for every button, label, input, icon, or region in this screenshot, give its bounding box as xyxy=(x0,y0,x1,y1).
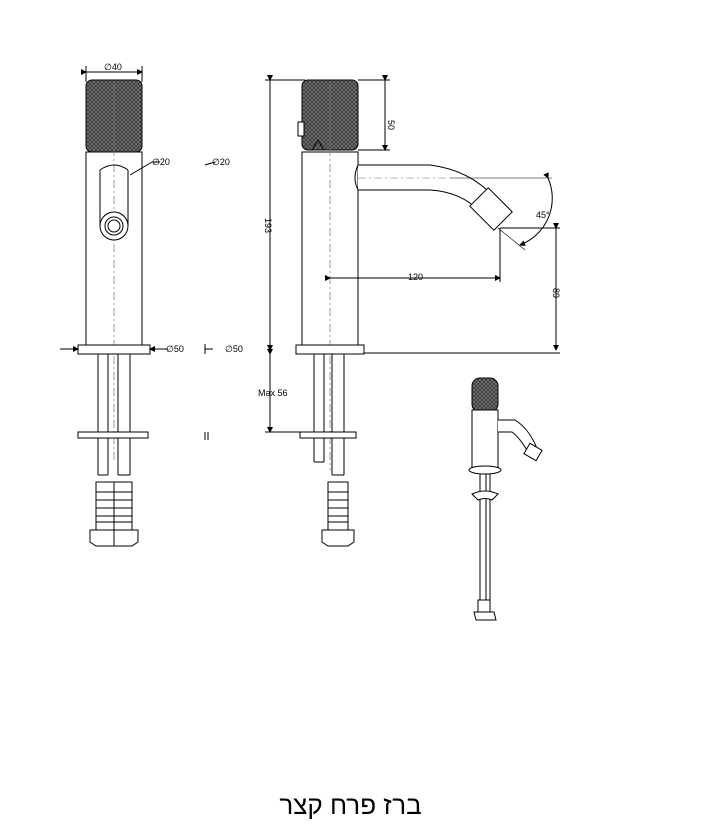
front-outlet xyxy=(99,211,129,241)
dim-outlet-diameter: ∅20 xyxy=(152,157,170,167)
dim-spout-height: 89 xyxy=(551,288,561,298)
dim-base-diameter-ref: ∅50 xyxy=(225,344,243,354)
side-view xyxy=(265,75,560,547)
front-dim-labels: ∅40 ∅20 ∅20 ∅50 ∅50 xyxy=(104,62,243,354)
side-dim-labels: 50 193 120 89 45° Max 56 xyxy=(258,120,561,398)
isometric-view xyxy=(468,377,543,621)
dim-body-diameter: ∅40 xyxy=(104,62,122,72)
product-caption: ברז פרח קצר xyxy=(279,790,422,820)
dim-outlet-diameter-ref: ∅20 xyxy=(212,157,230,167)
iso-knurled-handle xyxy=(471,377,499,413)
front-view xyxy=(60,66,216,547)
dim-max-deck: Max 56 xyxy=(258,388,288,398)
front-base xyxy=(77,344,151,355)
dim-total-height: 193 xyxy=(263,218,273,233)
dim-spout-reach: 120 xyxy=(408,272,423,282)
dim-base-diameter: ∅50 xyxy=(166,344,184,354)
dim-spout-angle: 45° xyxy=(536,210,550,220)
dim-handle-height: 50 xyxy=(386,120,396,130)
side-base xyxy=(295,344,365,355)
